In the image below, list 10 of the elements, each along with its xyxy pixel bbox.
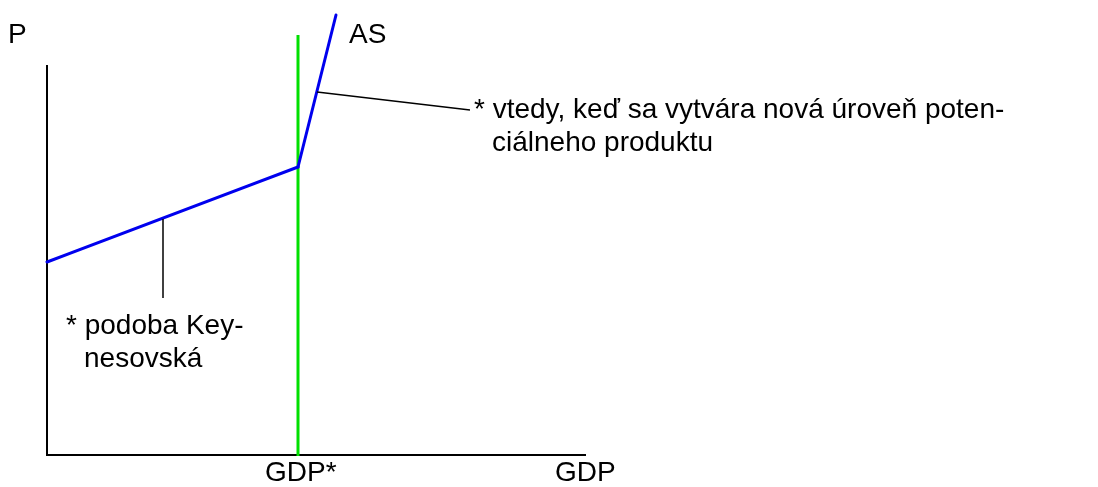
as-curve-flat-segment xyxy=(45,165,300,264)
leader-line xyxy=(316,91,471,111)
axis-label: GDP xyxy=(555,455,616,487)
curve-label: AS xyxy=(349,17,387,50)
as-curve-steep-segment xyxy=(296,13,338,169)
axis-tick-label: GDP* xyxy=(265,455,337,487)
leader-line xyxy=(162,218,164,299)
annotation-text: * vtedy, keď sa vytvára nová úroveň poten- ciálneho produktu xyxy=(474,92,1072,158)
annotation-text: * podoba Key- nesovská xyxy=(66,308,309,374)
axis-label: P xyxy=(8,17,27,50)
